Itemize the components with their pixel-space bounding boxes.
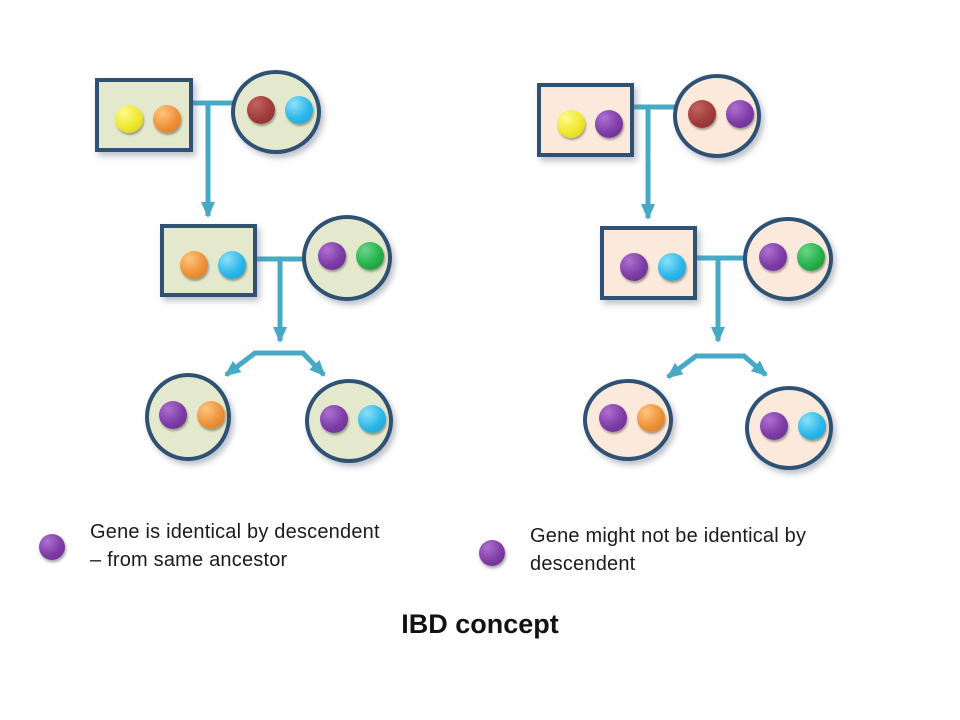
left-pedigree-gen2-parent-circle [302,215,392,301]
allele-dot-purple [159,401,187,429]
legend-line: – from same ancestor [90,549,288,571]
allele-dot-yellow [115,105,143,133]
allele-dot-yellow [556,110,585,138]
allele-dot-orange [179,250,208,279]
left-pedigree-gen1-parent-square [95,78,193,152]
allele-dot-cyan [285,96,313,124]
allele-dot-purple [318,242,346,270]
allele-dot-purple [759,243,787,271]
left-pedigree-child-2 [305,379,393,463]
allele-dot-cyan [798,412,826,440]
legend-item-not-identical: Gene might not be identical by descenden… [530,522,860,578]
allele-dot-cyan [358,405,386,433]
allele-dot-orange [197,401,225,429]
right-pedigree-child-2 [745,386,833,470]
right-pedigree-gen2-parent-circle [743,217,833,301]
left-pedigree-child-arrow-1 [224,350,280,377]
page-title: IBD concept [401,609,559,639]
allele-dot-cyan [657,253,686,281]
left-pedigree-gen1-parent-circle [231,70,321,154]
allele-dot-orange [637,404,665,432]
allele-dot-purple [320,405,348,433]
allele-dot-purple [726,100,754,128]
legend-line: Gene might not be identical by [530,525,807,547]
right-pedigree-child-arrow-1 [666,353,718,379]
allele-dot-purple [599,404,627,432]
right-pedigree-gen2-parent-square [600,226,697,300]
left-pedigree-child-arrow-2 [280,350,326,377]
legend-item-identical: Gene is identical by descendent – from s… [90,518,420,574]
allele-dot-purple [619,253,648,281]
right-pedigree-gen1-parent-circle [673,74,761,158]
legend-line: Gene is identical by descendent [90,521,380,543]
allele-dot-darkred [247,96,275,124]
allele-dot-green [797,243,825,271]
right-pedigree-child-1 [583,379,673,461]
allele-dot-purple [760,412,788,440]
left-pedigree-gen2-parent-square [160,224,257,297]
allele-dot-cyan [217,250,246,279]
allele-dot-purple [594,110,623,138]
legend-dot-purple [39,534,65,560]
left-pedigree-child-1 [145,373,231,461]
allele-dot-darkred [688,100,716,128]
allele-dot-green [356,242,384,270]
right-pedigree-gen1-parent-square [537,83,634,157]
legend-dot-purple [479,540,505,566]
right-pedigree-child-arrow-2 [718,353,768,377]
legend-line: descendent [530,553,636,575]
allele-dot-orange [153,105,181,133]
